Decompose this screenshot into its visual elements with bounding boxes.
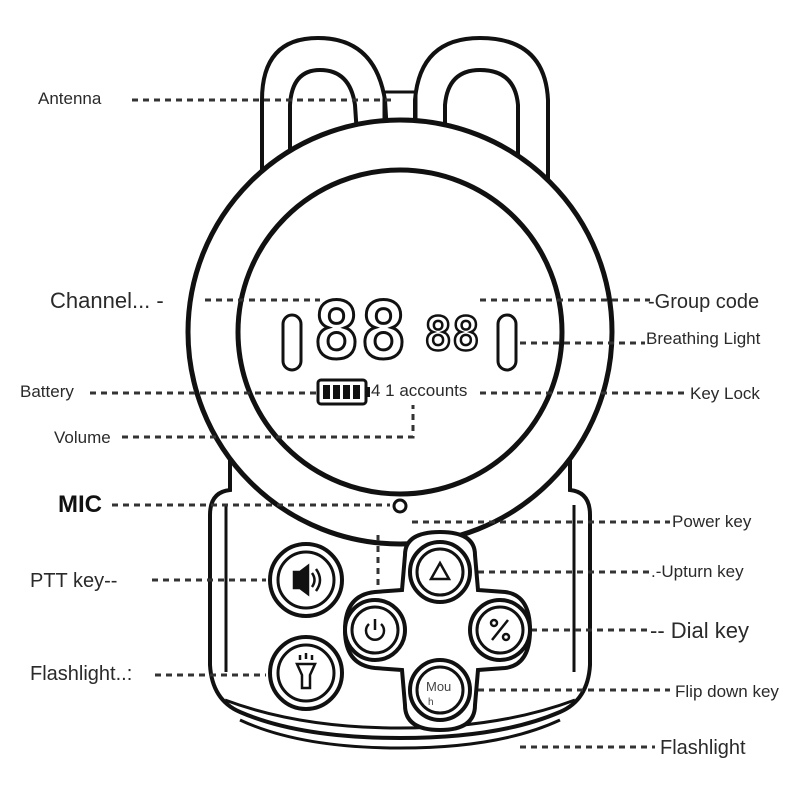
buttons bbox=[268, 540, 532, 722]
label-key-lock: Key Lock bbox=[690, 384, 760, 403]
flip-down-key-inner bbox=[415, 665, 465, 715]
body-outline bbox=[208, 420, 592, 741]
battery-bar bbox=[353, 385, 360, 399]
right-bracket-light bbox=[496, 313, 518, 372]
body-bottom-edge bbox=[239, 718, 561, 750]
lower-body bbox=[208, 420, 592, 750]
label-battery: Battery bbox=[20, 382, 74, 401]
label-breathing-light: Breathing Light bbox=[646, 329, 761, 348]
flashlight-key-inner bbox=[276, 643, 336, 703]
dial-percent-icon bbox=[489, 618, 511, 642]
power-icon bbox=[364, 619, 386, 641]
mic-hole bbox=[392, 498, 408, 514]
battery-bar bbox=[323, 385, 330, 399]
label-mount-sub: h bbox=[428, 697, 434, 708]
label-mic: MIC bbox=[58, 491, 102, 518]
label-ptt-key: PTT key-- bbox=[30, 570, 118, 592]
battery-bars bbox=[323, 385, 370, 399]
battery-bar bbox=[343, 385, 350, 399]
label-channel: Channel... - bbox=[50, 288, 164, 313]
lcd-small-digits: 88 bbox=[424, 307, 479, 361]
flashlight-icon bbox=[295, 653, 317, 690]
body-bottom-rim bbox=[224, 698, 576, 730]
leader-volume bbox=[122, 405, 415, 439]
label-dial-key: -- Dial key bbox=[650, 618, 750, 643]
label-antenna: Antenna bbox=[38, 89, 102, 108]
label-flashlight-left: Flashlight..: bbox=[30, 663, 133, 685]
left-antenna-outer bbox=[260, 35, 390, 185]
leader-lines bbox=[90, 98, 688, 749]
label-flip-down-key: Flip down key bbox=[675, 682, 779, 701]
right-antenna-inner bbox=[443, 67, 520, 175]
label-mount: Mou bbox=[426, 679, 452, 694]
left-antenna-inner bbox=[288, 67, 360, 175]
label-upturn-key: .-Upturn key bbox=[651, 562, 744, 581]
up-triangle-icon bbox=[428, 560, 452, 581]
upturn-key-inner bbox=[415, 547, 465, 597]
label-accounts: 4 1 accounts bbox=[371, 381, 468, 400]
lcd-big-digits: 88 bbox=[313, 287, 407, 377]
ptt-speaker-icon bbox=[292, 563, 322, 597]
battery-tip bbox=[366, 387, 370, 397]
label-group-code: -Group code bbox=[648, 291, 760, 313]
label-volume: Volume bbox=[54, 428, 111, 447]
screen-circle bbox=[235, 167, 565, 497]
label-power-key: Power key bbox=[672, 512, 752, 531]
right-antenna-outer bbox=[413, 35, 550, 185]
label-flashlight-bottom: Flashlight bbox=[660, 737, 746, 759]
left-bracket-light bbox=[281, 313, 303, 372]
battery-bar bbox=[333, 385, 340, 399]
